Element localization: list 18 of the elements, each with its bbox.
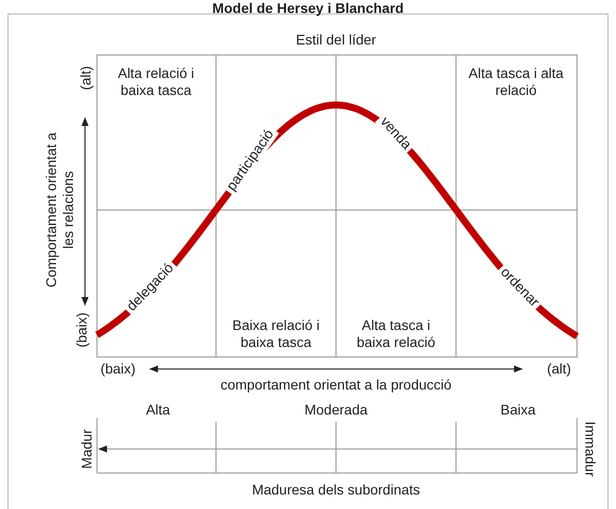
- axis-end-label: (alt): [78, 64, 94, 92]
- maturity-level: Alta: [144, 402, 172, 418]
- quadrant-label: Alta tasca i baixa relació: [356, 317, 436, 351]
- axis-title: Estil del líder: [294, 32, 378, 48]
- diagram-title: Model de Hersey i Blanchard: [211, 0, 405, 17]
- axis-title: comportament orientat a la producció: [219, 376, 453, 394]
- scale-end-label: Madur: [78, 428, 96, 471]
- scale-end-label: Immadur: [582, 420, 598, 479]
- axis-end-label: (baix): [74, 312, 90, 350]
- quadrant-label: Alta tasca i alta relació: [468, 65, 564, 99]
- axis-end-label: (baix): [99, 360, 136, 378]
- axis-title: Maduresa dels subordinats: [250, 482, 422, 498]
- maturity-level: Baixa: [499, 402, 537, 418]
- axis-title: Comportament orientat a les relacions: [43, 132, 77, 290]
- maturity-level: Moderada: [303, 402, 369, 418]
- axis-end-label: (alt): [546, 360, 572, 378]
- quadrant-label: Alta relació i baixa tasca: [116, 65, 196, 99]
- quadrant-label: Baixa relació i baixa tasca: [231, 317, 321, 351]
